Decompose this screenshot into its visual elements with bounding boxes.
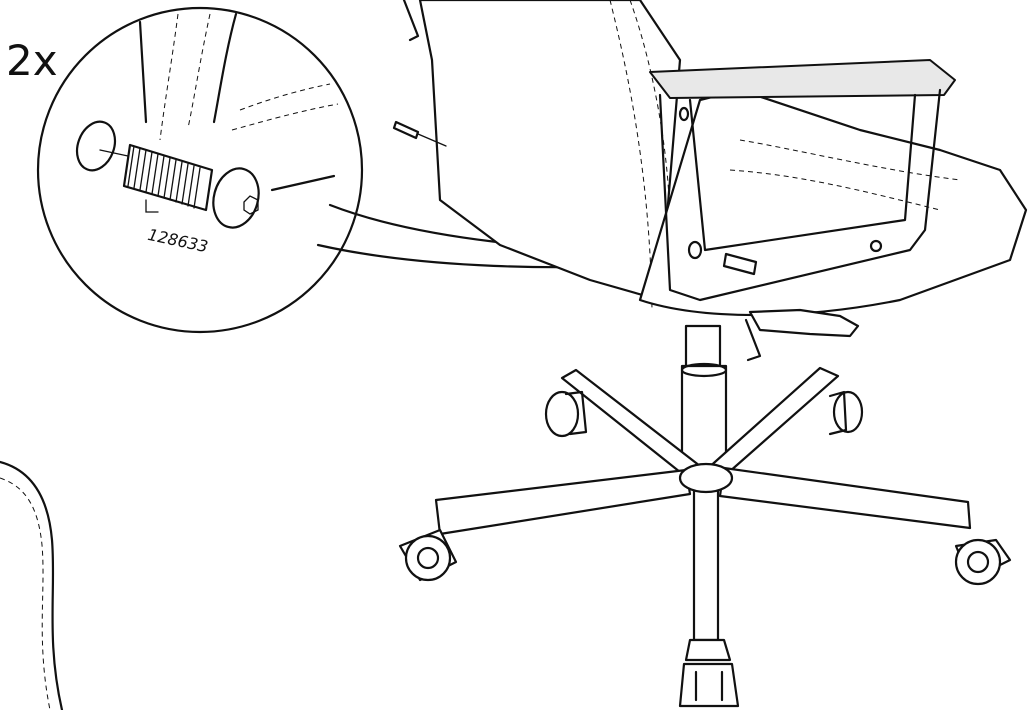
caster-front <box>678 638 740 708</box>
armrest-screw-icon <box>687 240 758 276</box>
small-screw-icon <box>392 120 447 147</box>
chair-backrest <box>418 0 682 302</box>
base-hub <box>678 462 734 494</box>
chair-seat <box>638 88 1028 317</box>
caster-back-right <box>828 390 864 436</box>
caster-right <box>954 538 1012 586</box>
base-leg-left <box>434 468 692 536</box>
adjacent-chair-edge <box>0 460 64 710</box>
caster-back-left <box>544 390 588 438</box>
armrest-top <box>649 59 956 99</box>
quantity-label: 2x <box>6 36 58 85</box>
base-leg-right <box>718 466 972 530</box>
base-leg-front <box>692 484 720 642</box>
detail-callout <box>36 6 692 334</box>
office-chair-illustration <box>392 0 1028 708</box>
screw-icon <box>122 143 260 229</box>
base-leg-back-left <box>560 368 702 482</box>
caster-left <box>398 528 458 582</box>
gas-cylinder-top <box>684 324 722 368</box>
